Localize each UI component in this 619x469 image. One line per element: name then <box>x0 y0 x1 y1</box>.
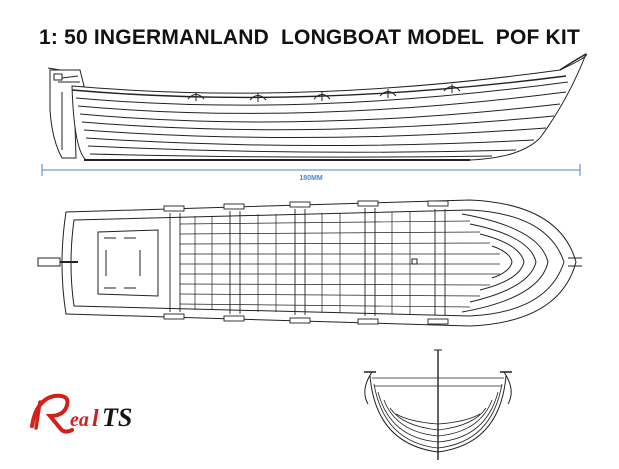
top-plan-view <box>37 199 582 327</box>
logo-r-mark <box>30 393 74 434</box>
svg-text:l: l <box>92 406 99 432</box>
svg-text:TS: TS <box>102 403 132 432</box>
dimension-label: 180MM <box>299 175 323 182</box>
section-view <box>364 349 512 460</box>
page-title: 1: 50 INGERMANLAND LONGBOAT MODEL POF KI… <box>38 26 580 49</box>
realts-logo: ea l TS <box>30 393 132 434</box>
svg-text:ea: ea <box>70 409 89 431</box>
length-dimension: 180MM <box>41 164 581 182</box>
side-profile-view <box>47 53 587 161</box>
